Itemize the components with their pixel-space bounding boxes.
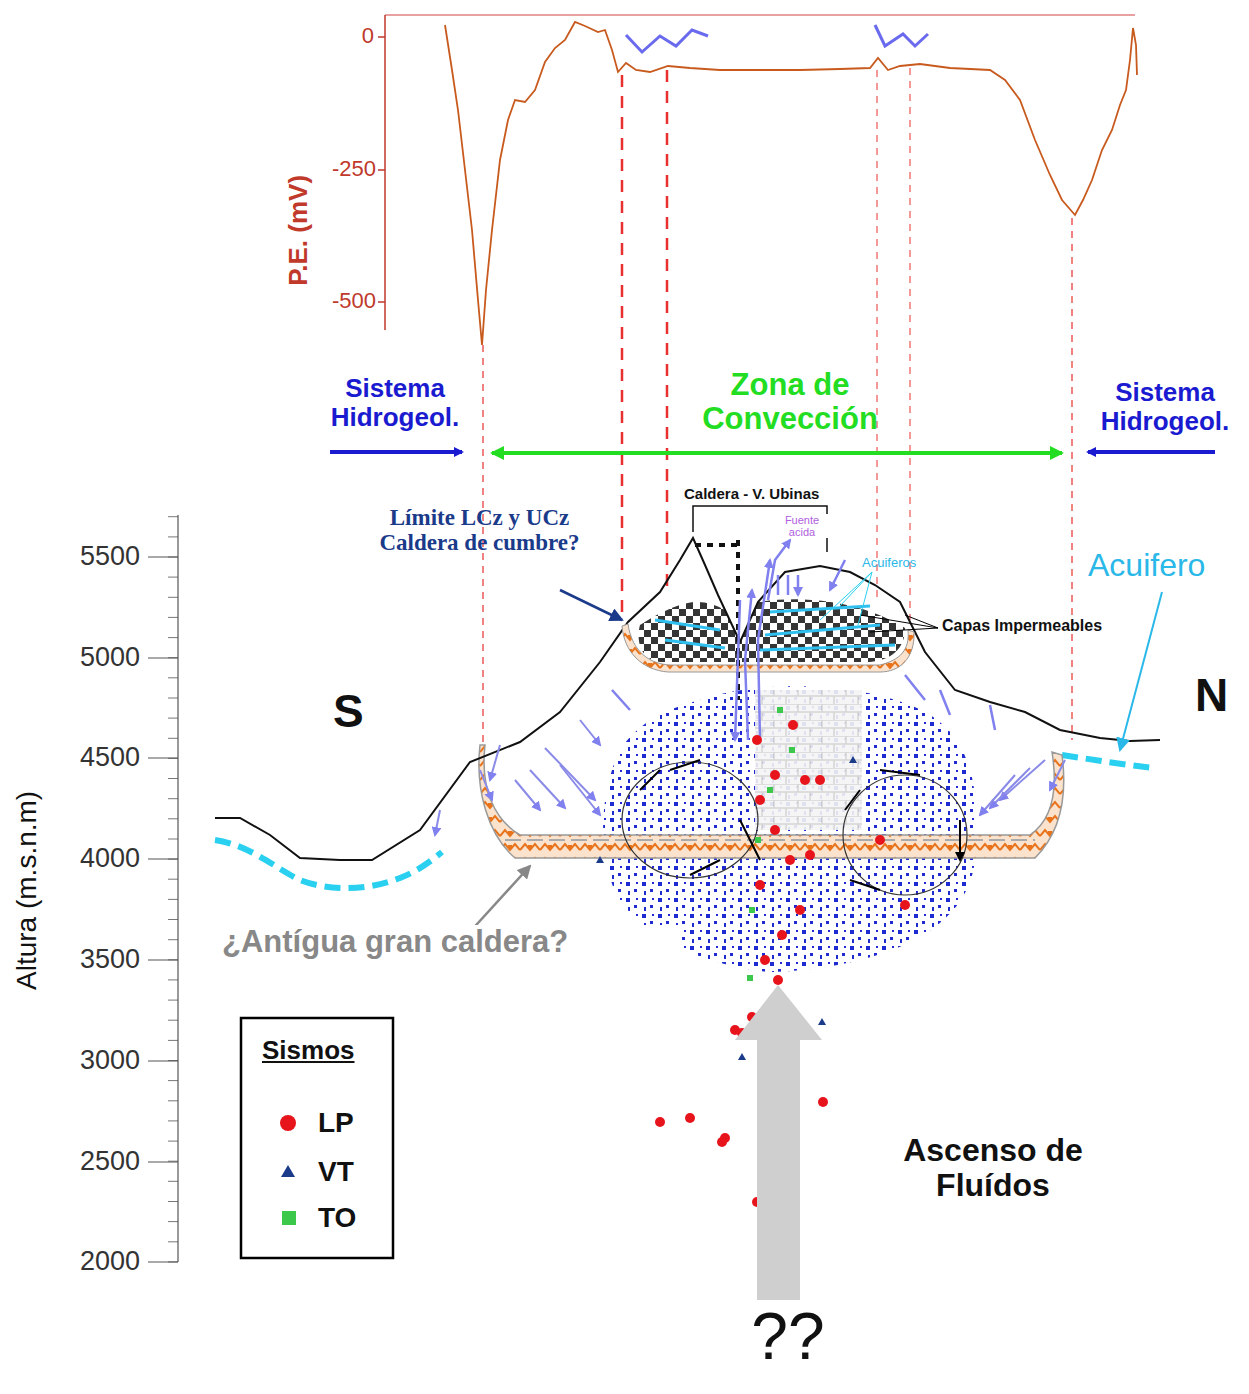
ascent-label: Ascenso de Fluídos [878,1133,1108,1203]
caldera-question: ¿Antígua gran caldera? [222,925,682,959]
ascent-arrow [735,985,822,1300]
lp-quake [788,720,798,730]
lp-quake [777,930,787,940]
old-caldera-dash [505,839,1035,841]
zone-name: Zona de Convección [680,368,900,436]
question-marks: ?? [728,1300,848,1373]
lp-quake [755,880,765,890]
axis-tick: 4000 [56,844,140,874]
lp-quake [900,900,910,910]
lp-quake [800,775,810,785]
direction-label: S [333,686,393,737]
lp-quake [770,770,780,780]
boundary-note: Límite LCz y UCz Caldera de cumbre? [352,505,607,556]
volcano-profile [215,538,1160,860]
vt-quake [596,856,604,863]
sp-chart [378,15,1137,345]
caldera-name: Caldera - V. Ubinas [684,486,864,503]
to-quake [789,747,795,753]
axis-tick: 0 [330,24,374,48]
source-note: Fuente acida [773,514,831,538]
vt-quake [849,756,857,763]
legend-box [241,1018,393,1258]
axis-tick: 3000 [56,1046,140,1076]
zone-arrows [330,452,1215,453]
earthquake-dots [596,707,910,1255]
lp-quake [785,855,795,865]
legend-swatch [281,1165,295,1177]
axis-title: Altura (m.s.n.m) [13,790,44,989]
lp-quake [760,955,770,965]
zone-name: Sistema Hidrogeol. [310,374,480,431]
to-quake [767,787,773,793]
axis-tick: -250 [312,157,376,181]
lp-quake [752,735,762,745]
axis-tick: 2000 [56,1247,140,1277]
zone-name: Sistema Hidrogeol. [1082,378,1248,435]
old-caldera-band [479,745,1064,858]
axis-tick: 5500 [56,542,140,572]
leader-lines [468,572,1162,934]
legend-text: LP [318,1108,354,1139]
axis-tick: 2500 [56,1147,140,1177]
lp-quake [770,825,780,835]
lp-quake [655,1117,665,1127]
to-quake [747,975,753,981]
fluid-arrows [612,540,995,740]
y-axis [148,515,178,1262]
slope-arrows [435,720,1065,835]
legend-title: Sismos [262,1036,382,1065]
to-quake [749,907,755,913]
legend-text: TO [318,1203,356,1234]
to-quake [777,707,783,713]
axis-tick: 3500 [56,945,140,975]
vt-quake [818,1018,826,1025]
lp-quake [685,1113,695,1123]
lp-quake [773,975,783,985]
to-quake [755,837,761,843]
convection-cells [622,760,967,895]
legend-text: VT [318,1157,354,1188]
axis-tick: -500 [312,289,376,313]
axis-tick: 5000 [56,643,140,673]
lp-quake [805,850,815,860]
legend-swatch [282,1211,296,1225]
lp-quake [818,1097,828,1107]
boundary-lines [483,68,1072,745]
layer-name: Capas Impermeables [942,617,1142,635]
aquifer-name: Acuifero [1088,548,1238,583]
axis-title: P.E. (mV) [284,175,313,286]
lp-quake [755,795,765,805]
vt-quake [738,1053,746,1060]
lp-quake [720,1133,730,1143]
lp-quake [795,905,805,915]
lp-quake [815,775,825,785]
lp-quake [875,835,885,845]
axis-tick: 4500 [56,743,140,773]
aquifer-note: Acuiferos [862,556,942,570]
legend-swatch [280,1115,296,1131]
direction-label: N [1195,670,1245,721]
